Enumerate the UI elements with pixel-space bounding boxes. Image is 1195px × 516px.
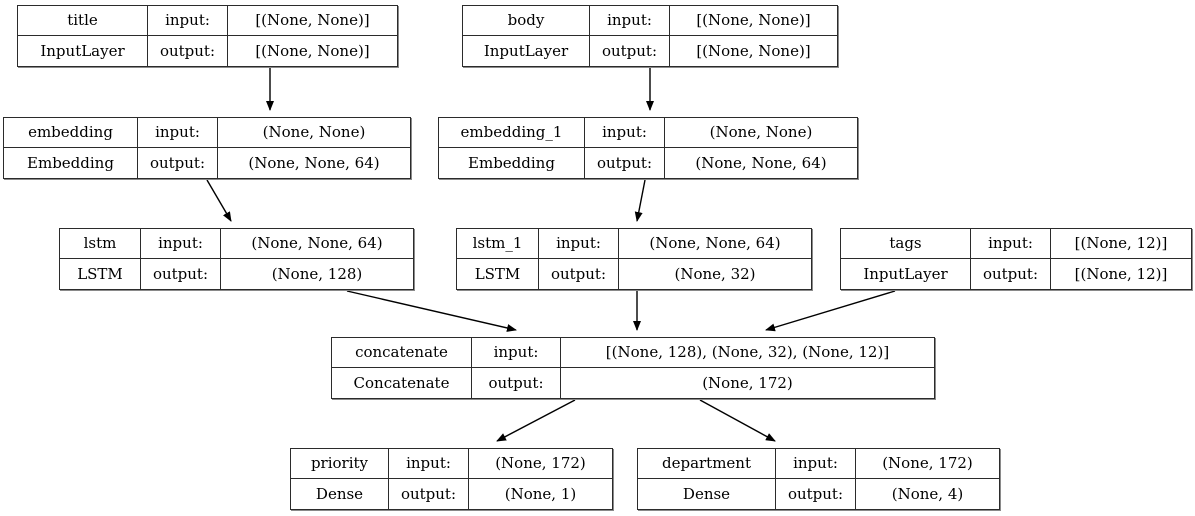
output-label: output: xyxy=(148,36,228,66)
node-name-label: body xyxy=(463,6,590,35)
input-shape-value: (None, 172) xyxy=(882,454,973,472)
input-label: input: xyxy=(971,229,1051,258)
output-label: output: xyxy=(539,259,619,289)
output-label: output: xyxy=(138,148,218,178)
input-shape-value: (None, None) xyxy=(709,123,813,141)
node-name-label: title xyxy=(18,6,148,35)
output-shape-value: (None, 172) xyxy=(702,373,793,392)
input-shape-value: [(None, None)] xyxy=(255,11,370,29)
node-type-label: InputLayer xyxy=(463,36,590,66)
input-label: input: xyxy=(138,118,218,147)
output-label: output: xyxy=(585,148,665,178)
output-shape-value: (None, None, 64) xyxy=(248,153,380,172)
node-name-label: lstm xyxy=(60,229,141,258)
output-label: output: xyxy=(389,479,469,509)
input-shape-value: (None, None) xyxy=(262,123,366,141)
node-name-label: department xyxy=(638,449,776,478)
node-name-label: priority xyxy=(291,449,389,478)
output-shape-value: [(None, None)] xyxy=(696,41,811,60)
output-label: output: xyxy=(590,36,670,66)
output-shape-value: (None, None, 64) xyxy=(695,153,827,172)
node-name-label: lstm_1 xyxy=(457,229,539,258)
edge-lstm-to-concatenate xyxy=(346,290,517,332)
output-shape-value: [(None, None)] xyxy=(255,41,370,60)
input-label: input: xyxy=(590,6,670,35)
edge-concatenate-to-priority xyxy=(496,399,576,442)
output-shape-value: [(None, 12)] xyxy=(1074,264,1168,283)
node-name-label: embedding xyxy=(4,118,138,147)
input-shape-value: [(None, 12)] xyxy=(1074,234,1168,252)
node-type-label: Embedding xyxy=(439,148,585,178)
input-shape-value: (None, None, 64) xyxy=(649,234,781,252)
input-shape-value: [(None, None)] xyxy=(696,11,811,29)
output-shape-value: (None, 128) xyxy=(271,264,363,283)
node-type-label: LSTM xyxy=(60,259,141,289)
input-label: input: xyxy=(141,229,221,258)
node-name-label: tags xyxy=(841,229,971,258)
output-label: output: xyxy=(971,259,1051,289)
output-label: output: xyxy=(776,479,856,509)
node-type-label: Concatenate xyxy=(332,368,472,398)
output-shape-value: (None, 4) xyxy=(891,484,964,503)
input-shape-value: (None, None, 64) xyxy=(251,234,383,252)
node-type-label: Dense xyxy=(638,479,776,509)
input-label: input: xyxy=(148,6,228,35)
output-shape-value: (None, 32) xyxy=(674,264,756,283)
output-label: output: xyxy=(472,368,561,398)
input-label: input: xyxy=(585,118,665,147)
output-shape-value: (None, 1) xyxy=(504,484,577,503)
node-type-label: LSTM xyxy=(457,259,539,289)
edge-tags-to-concatenate xyxy=(765,290,896,332)
node-name-label: concatenate xyxy=(332,338,472,367)
input-shape-value: (None, 172) xyxy=(495,454,586,472)
input-label: input: xyxy=(472,338,561,367)
node-name-label: embedding_1 xyxy=(439,118,585,147)
input-label: input: xyxy=(539,229,619,258)
edge-concatenate-to-department xyxy=(699,399,776,442)
edge-embedding-to-lstm xyxy=(206,179,232,222)
input-label: input: xyxy=(776,449,856,478)
input-shape-value: [(None, 128), (None, 32), (None, 12)] xyxy=(605,343,890,361)
node-type-label: InputLayer xyxy=(18,36,148,66)
node-type-label: Embedding xyxy=(4,148,138,178)
node-type-label: InputLayer xyxy=(841,259,971,289)
edge-embedding_1-to-lstm_1 xyxy=(634,179,646,222)
input-label: input: xyxy=(389,449,469,478)
node-type-label: Dense xyxy=(291,479,389,509)
output-label: output: xyxy=(141,259,221,289)
